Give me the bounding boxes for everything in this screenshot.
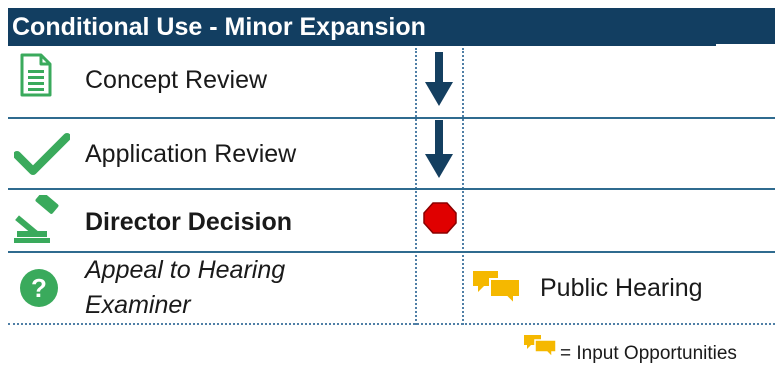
speech-bubbles-icon bbox=[472, 270, 522, 311]
header-notch bbox=[716, 44, 777, 48]
gavel-icon bbox=[14, 192, 66, 250]
step-concept-review: Concept Review bbox=[85, 66, 268, 94]
stop-sign-icon bbox=[423, 202, 457, 239]
legend-text: = Input Opportunities bbox=[560, 343, 737, 364]
column-divider-left bbox=[415, 48, 417, 325]
checkmark-icon bbox=[13, 133, 71, 180]
step-application-review: Application Review bbox=[85, 140, 297, 168]
down-arrow-icon bbox=[425, 120, 453, 185]
step-appeal-line1: Appeal to Hearing bbox=[85, 256, 286, 284]
column-divider-right bbox=[462, 48, 464, 325]
row-divider bbox=[8, 188, 775, 190]
question-icon: ? bbox=[19, 268, 59, 313]
speech-bubbles-icon bbox=[523, 334, 557, 363]
document-icon bbox=[20, 53, 52, 102]
down-arrow-icon bbox=[425, 52, 453, 113]
bottom-divider bbox=[8, 323, 775, 325]
step-appeal-line2: Examiner bbox=[85, 291, 191, 319]
process-title: Conditional Use - Minor Expansion bbox=[12, 13, 426, 41]
process-header: Conditional Use - Minor Expansion bbox=[8, 8, 775, 46]
public-hearing-label: Public Hearing bbox=[540, 274, 703, 302]
row-divider bbox=[8, 251, 775, 253]
svg-text:?: ? bbox=[31, 273, 47, 303]
row-divider bbox=[8, 117, 775, 119]
step-director-decision: Director Decision bbox=[85, 208, 293, 236]
